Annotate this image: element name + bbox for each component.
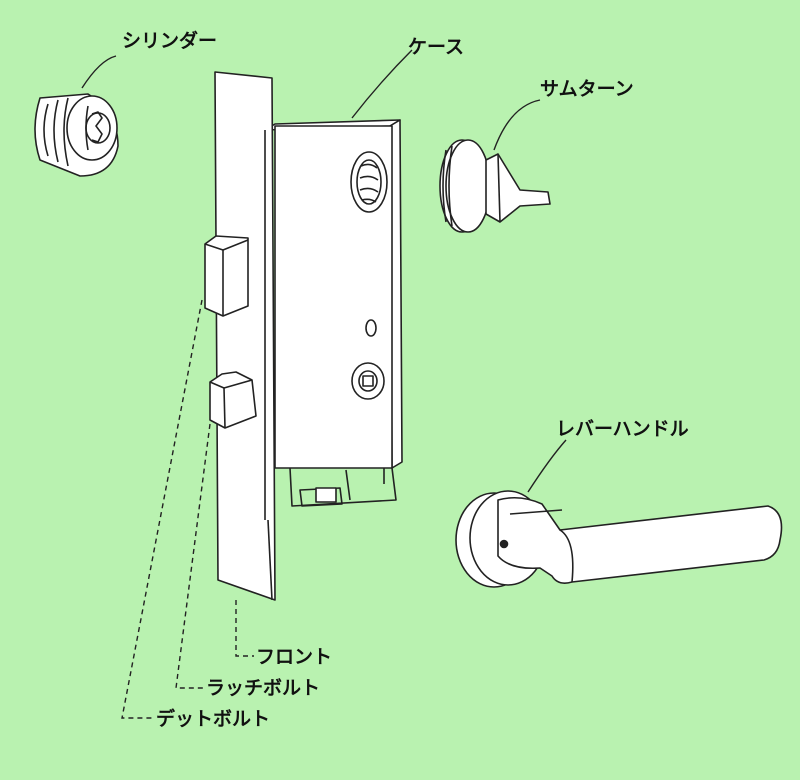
thumb-turn-part [439, 139, 551, 233]
thumb-turn-leader [493, 99, 541, 151]
case-part [264, 119, 403, 507]
cylinder-label: シリンダー [122, 30, 218, 52]
case-label: ケース [408, 36, 465, 58]
latch-bolt-label: ラッチボルト [206, 677, 321, 699]
lever-handle-label: レバーハンドル [556, 418, 689, 440]
dead-bolt-leader [121, 299, 203, 719]
dead-bolt-label: デットボルト [156, 708, 271, 730]
cylinder-part [34, 93, 119, 177]
cylinder-leader [81, 55, 117, 89]
thumb-turn-label: サムターン [540, 78, 634, 100]
latch-bolt-leader [175, 423, 211, 689]
latch-bolt-part [209, 371, 257, 429]
front-leader [235, 600, 254, 657]
lever-handle-leader [527, 439, 567, 493]
case-leader [351, 49, 413, 119]
lever-handle-part [455, 490, 783, 588]
front-label: フロント [256, 646, 333, 668]
dead-bolt-part [204, 235, 249, 317]
front-plate-part [214, 71, 276, 601]
